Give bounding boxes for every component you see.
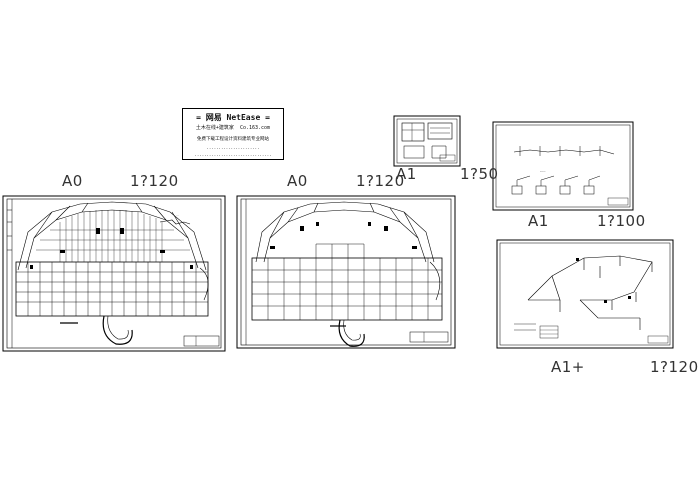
sheet3-scale-label: 1?50 — [460, 165, 499, 183]
logo-title: = 网易 NetEase = — [196, 113, 270, 122]
sheet1-floorplan[interactable]: ··· — [2, 195, 226, 352]
sheet2-scale-label: 1?120 — [356, 172, 405, 190]
sheet4-size-label: A1 — [528, 212, 549, 230]
logo-subtitle: 土木在线+建筑家 Co.163.com — [195, 125, 271, 131]
svg-text:···: ··· — [176, 213, 179, 217]
sheet2-size-label: A0 — [287, 172, 308, 190]
sheet4-schematic[interactable]: ----- — [492, 121, 634, 211]
sheet1-size-label: A0 — [62, 172, 83, 190]
sheet5-size-label: A1+ — [551, 358, 585, 376]
netease-logo-stamp: = 网易 NetEase = 土木在线+建筑家 Co.163.com 免费下载工… — [182, 108, 284, 160]
logo-slogan: 免费下载工程设计资料建筑专业网站 — [197, 137, 269, 142]
svg-text:-----: ----- — [540, 169, 545, 173]
logo-footer-line: ................................ — [194, 152, 272, 157]
sheet3-detail[interactable] — [393, 115, 461, 167]
sheet3-size-label: A1 — [396, 165, 417, 183]
sheet2-floorplan[interactable] — [236, 195, 456, 349]
sheet5-isometric[interactable] — [496, 239, 674, 349]
logo-url-line: ...................... — [206, 145, 260, 150]
sheet1-scale-label: 1?120 — [130, 172, 179, 190]
sheet4-scale-label: 1?100 — [597, 212, 646, 230]
sheet5-scale-label: 1?120 — [650, 358, 699, 376]
